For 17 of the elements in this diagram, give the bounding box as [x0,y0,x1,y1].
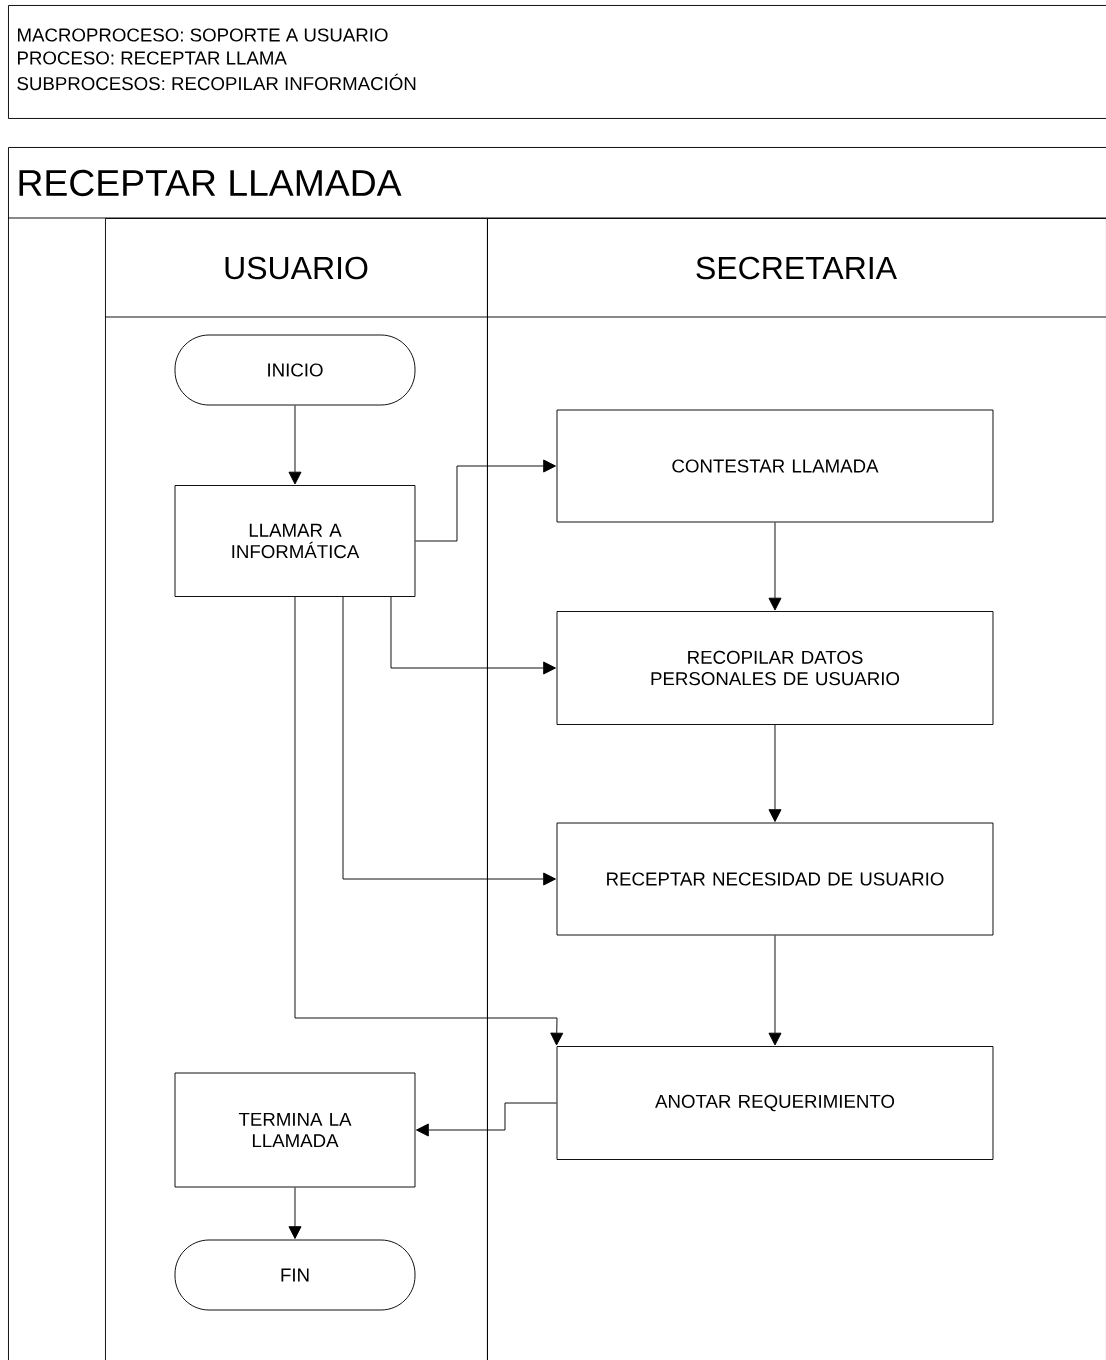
process-box: RECEPTAR NECESIDAD DE USUARIO [556,822,994,936]
arrow [768,522,782,611]
arrow [416,1102,557,1137]
process-box: TERMINA LA LLAMADA [174,1072,416,1188]
arrow [342,596,556,886]
process-box: CONTESTAR LLAMADA [556,409,994,523]
arrow [415,459,556,542]
arrow [768,935,782,1046]
header-box: MACROPROCESO: SOPORTE A USUARIO PROCESO: RECEPTAR LLAMA SUBPROCESOS: RECOPILAR INFORMACIÓN [8,5,1106,119]
process-box: LLAMAR A INFORMÁTICA [174,485,416,597]
process-box: RECOPILAR DATOS PERSONALES DE USUARIO [556,611,994,725]
process-box: ANOTAR REQUERIMIENTO [556,1046,994,1160]
arrow [288,1187,302,1239]
arrow [768,724,782,822]
arrow [390,596,556,675]
arrow [294,596,564,1046]
arrow [288,405,302,485]
